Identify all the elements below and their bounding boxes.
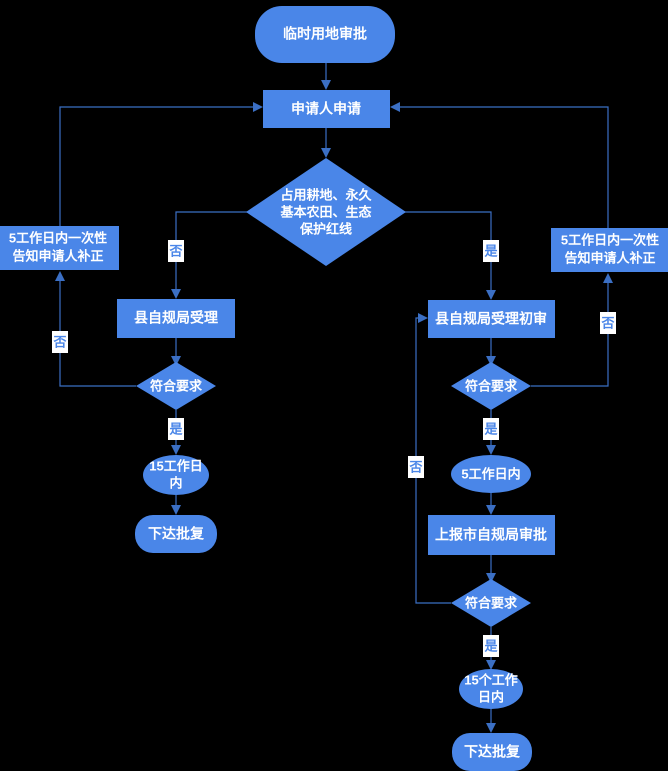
node-notify-right-label-line2: 告知申请人补正 [564,250,655,265]
arrow-leftconform-yes [171,445,181,455]
arrow-days5-to-citysubmit [486,505,496,515]
node-notify-left-label-line1: 5工作日内一次性 [9,230,107,245]
node-approval-left[interactable]: 下达批复 [135,515,217,553]
edge-label-right-conform-no: 否 [600,312,616,334]
node-notify-right-shape[interactable] [551,228,668,272]
edge-label-landuse-no: 否 [168,240,184,262]
arrow-citysubmit-to-cityconform [486,573,496,583]
edge-landuse-yes [396,211,492,294]
node-applicant-apply-shape[interactable] [263,90,390,128]
arrow-acceptreview-to-rightconform [486,356,496,366]
arrow-rightconform-no [603,273,613,283]
node-county-accept-review-shape[interactable] [428,300,555,338]
node-start-label: 临时用地审批 [283,26,367,42]
arrow-apply-to-landuse [321,148,331,158]
edge-labels-layer: 否 是 否 是 否 是 否 是 [52,240,616,657]
node-notify-left[interactable]: 5工作日内一次性 告知申请人补正 [0,226,119,270]
edge-label-city-conform-yes-text: 是 [483,638,498,653]
arrow-landuse-yes [486,290,496,300]
node-days15-right[interactable]: 15个工作 日内 [459,669,523,709]
node-days15-left-label-line1: 15工作日 [149,458,202,473]
edge-label-landuse-yes-text: 是 [483,243,498,258]
edge-landuse-no [175,211,256,293]
node-notify-left-shape[interactable] [0,226,119,270]
node-days15-right-label-line1: 15个工作 [464,672,517,687]
node-decision-right-conform[interactable]: 符合要求 [451,362,531,410]
edge-notifyleft-to-apply [59,106,257,226]
node-city-submit-shape[interactable] [428,515,555,555]
edge-notifyright-to-apply [396,106,609,228]
node-decision-city-conform-label: 符合要求 [465,595,518,610]
node-city-submit-label: 上报市自规局审批 [435,527,547,543]
node-notify-right[interactable]: 5工作日内一次性 告知申请人补正 [551,228,668,272]
node-decision-city-conform-shape[interactable] [451,579,531,627]
node-notify-right-label-line1: 5工作日内一次性 [561,232,659,247]
arrow-notifyleft-to-apply [253,102,263,112]
node-notify-left-label-line2: 告知申请人补正 [12,248,103,263]
arrow-leftconform-no [55,271,65,281]
node-decision-landuse-label-line3: 保护红线 [299,221,352,236]
node-county-accept-review[interactable]: 县自规局受理初审 [428,300,555,338]
node-approval-left-shape[interactable] [135,515,217,553]
node-decision-landuse[interactable]: 占用耕地、永久 基本农田、生态 保护红线 [246,158,406,266]
node-decision-left-conform[interactable]: 符合要求 [136,362,216,410]
edge-label-right-conform-no-text: 否 [600,315,614,330]
node-county-accept-shape[interactable] [117,299,235,338]
edge-label-left-conform-no-text: 否 [52,334,66,349]
node-applicant-apply-label: 申请人申请 [291,101,361,117]
arrow-days15left-to-approval [171,505,181,515]
node-decision-city-conform[interactable]: 符合要求 [451,579,531,627]
edge-label-left-conform-yes: 是 [168,418,184,440]
nodes-layer: 临时用地审批 申请人申请 占用耕地、永久 基本农田、生态 保护红线 5工作日内一… [0,6,668,771]
node-days5-right-shape[interactable] [451,455,531,493]
node-county-accept-review-label: 县自规局受理初审 [435,311,547,327]
edge-label-city-conform-no-text: 否 [408,459,422,474]
edge-label-landuse-no-text: 否 [168,243,182,258]
node-decision-landuse-shape[interactable] [246,158,406,266]
node-days15-left-label-line2: 内 [169,475,182,490]
node-decision-landuse-label-line2: 基本农田、生态 [279,204,371,219]
edge-label-landuse-yes: 是 [483,240,499,262]
node-decision-left-conform-label: 符合要求 [150,378,203,393]
arrow-landuse-no [171,289,181,299]
node-days15-left-shape[interactable] [143,455,209,495]
node-decision-right-conform-shape[interactable] [451,362,531,410]
node-county-accept[interactable]: 县自规局受理 [117,299,235,338]
edge-label-right-conform-yes-text: 是 [483,421,498,436]
node-city-submit[interactable]: 上报市自规局审批 [428,515,555,555]
node-county-accept-label: 县自规局受理 [134,310,218,326]
arrow-cityconform-no [418,313,428,323]
node-days15-right-label-line2: 日内 [478,689,504,704]
edge-label-left-conform-no: 否 [52,331,68,353]
arrow-rightconform-yes [486,445,496,455]
node-decision-left-conform-shape[interactable] [136,362,216,410]
edge-leftconform-no [59,277,136,387]
node-start[interactable]: 临时用地审批 [255,6,395,63]
arrow-days15right-to-approval [486,723,496,733]
node-approval-right-shape[interactable] [452,733,532,771]
edge-label-city-conform-yes: 是 [483,635,499,657]
arrow-cityconform-yes [486,660,496,670]
node-approval-right[interactable]: 下达批复 [452,733,532,771]
node-applicant-apply[interactable]: 申请人申请 [263,90,390,128]
node-approval-right-label: 下达批复 [464,744,521,760]
node-start-shape[interactable] [255,6,395,63]
edge-label-right-conform-yes: 是 [483,418,499,440]
edge-label-city-conform-no: 否 [408,456,424,478]
node-approval-left-label: 下达批复 [148,526,205,542]
node-days5-right[interactable]: 5工作日内 [451,455,531,493]
edge-label-left-conform-yes-text: 是 [168,421,183,436]
node-decision-landuse-label-line1: 占用耕地、永久 [280,187,372,202]
node-days15-right-shape[interactable] [459,669,523,709]
node-days5-right-label: 5工作日内 [461,466,520,481]
arrow-accept-to-leftconform [171,356,181,366]
node-decision-right-conform-label: 符合要求 [465,378,518,393]
arrow-notifyright-to-apply [390,102,400,112]
node-days15-left[interactable]: 15工作日 内 [143,455,209,495]
arrow-start-to-apply [321,80,331,90]
